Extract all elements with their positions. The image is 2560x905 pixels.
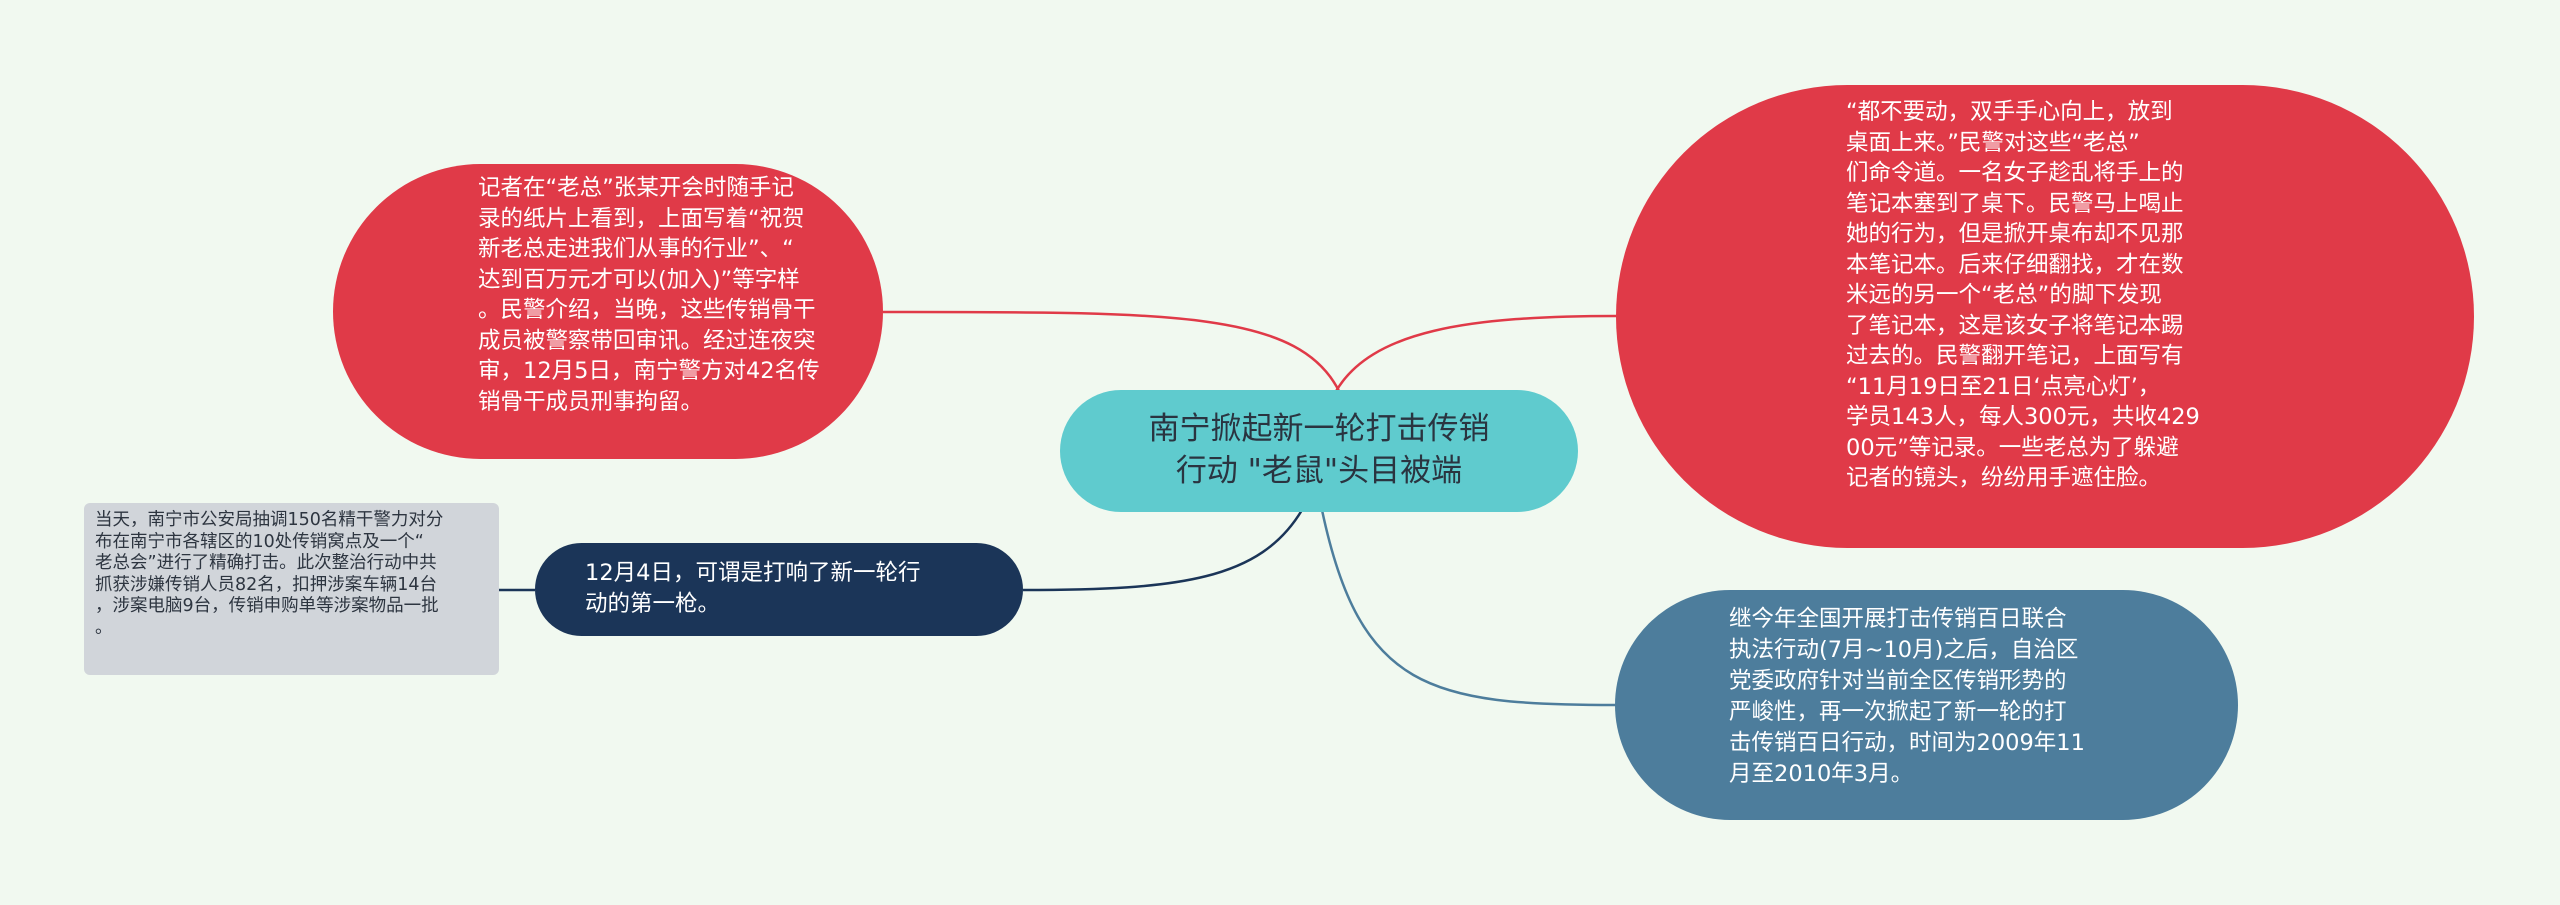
topic-right-top[interactable]: “都不要动，双手手心向上，放到 桌面上来。”民警对这些“老总” 们命令道。一名女… <box>1616 85 2474 548</box>
topic-left-mid[interactable]: 12月4日，可谓是打响了新一轮行 动的第一枪。 <box>535 543 1023 636</box>
central-topic[interactable]: 南宁掀起新一轮打击传销 行动 "老鼠"头目被端 <box>1060 390 1578 512</box>
topic-left-top[interactable]: 记者在“老总”张某开会时随手记 录的纸片上看到，上面写着“祝贺 新老总走进我们从… <box>333 164 883 459</box>
link-center-to-right-bottom <box>1320 509 1616 707</box>
subtopic-left-mid-detail[interactable]: 当天，南宁市公安局抽调150名精干警力对分 布在南宁市各辖区的10处传销窝点及一… <box>84 503 499 675</box>
topic-right-bottom[interactable]: 继今年全国开展打击传销百日联合 执法行动(7月~10月)之后，自治区 党委政府针… <box>1615 590 2238 820</box>
link-center-to-left-top <box>882 310 1342 394</box>
link-center-to-right-top <box>1333 314 1617 394</box>
link-center-to-left-mid <box>1022 509 1304 592</box>
